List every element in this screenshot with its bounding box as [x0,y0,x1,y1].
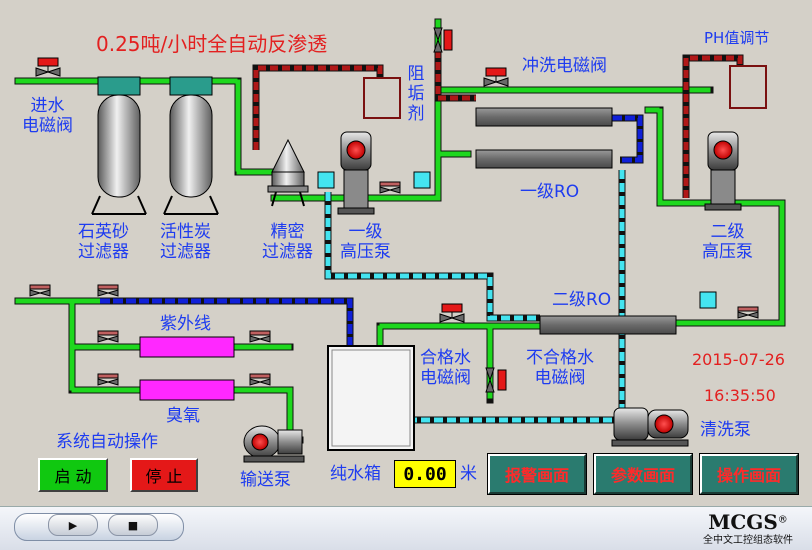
player-track [14,513,184,541]
ro2-label: 二级RO [552,290,612,310]
start-button[interactable]: 启 动 [38,458,108,492]
ph-label: PH值调节 [704,29,770,47]
time-readout: 16:35:50 [704,386,776,405]
level-display: 0.00 [394,460,456,488]
ro1-label: 一级RO [520,182,580,202]
params-screen-button[interactable]: 参数画面 [593,453,693,495]
page-title: 0.25吨/小时全自动反渗透 [96,32,328,56]
clean-pump-label: 清洗泵 [700,420,751,440]
brand-name: MCGS [708,510,778,534]
solenoid-valves [35,27,509,393]
ro1-membrane-top [475,107,613,127]
operation-screen-button[interactable]: 操作画面 [699,453,799,495]
brand-subtitle: 全中文工控组态软件 [703,535,793,546]
manual-valves [29,181,759,386]
ozone-generator [139,379,235,401]
quartz-filter [91,76,147,215]
pure-water-tank [327,345,415,451]
ph-tank [729,65,767,109]
precision-filter [267,138,309,207]
pipe-red [252,50,744,198]
pump2-label: 二级高压泵 [702,222,753,262]
play-button[interactable]: ▶ [48,514,98,536]
brand-logo: MCGS® 全中文工控组态软件 [690,510,806,546]
ozone-label: 臭氧 [166,406,200,426]
quartz-filter-label: 石英砂过滤器 [78,222,129,262]
uv-label: 紫外线 [160,314,211,334]
tank-label: 纯水箱 [330,464,381,484]
auto-op-label: 系统自动操作 [56,432,158,452]
uv-sterilizer [139,336,235,358]
ro2-membrane [539,315,677,335]
date-readout: 2015-07-26 [692,350,785,369]
sensors [317,171,717,309]
ro1-membrane-bottom [475,149,613,169]
flush-valve-label: 冲洗电磁阀 [522,56,607,76]
alarm-screen-button[interactable]: 报警画面 [487,453,587,495]
pump1-label: 一级高压泵 [340,222,391,262]
carbon-filter-label: 活性炭过滤器 [160,222,211,262]
inlet-valve-label: 进水电磁阀 [22,96,73,136]
transfer-pump [243,425,305,463]
unqualified-valve-label: 不合格水电磁阀 [526,348,594,388]
qualified-valve-label: 合格水电磁阀 [420,348,471,388]
transfer-pump-label: 输送泵 [240,470,291,490]
stop-play-button[interactable]: ■ [108,514,158,536]
stop-button[interactable]: 停 止 [130,458,198,492]
clean-pump [611,407,689,447]
antiscalant-label: 阻垢剂 [407,64,425,124]
level-unit: 米 [460,464,477,484]
process-diagram [14,18,786,463]
carbon-filter [163,76,219,215]
antiscalant-tank [363,77,401,119]
pump2 [704,131,742,211]
pump1 [337,131,375,215]
brand-reg: ® [777,514,788,526]
precision-filter-label: 精密过滤器 [262,222,313,262]
